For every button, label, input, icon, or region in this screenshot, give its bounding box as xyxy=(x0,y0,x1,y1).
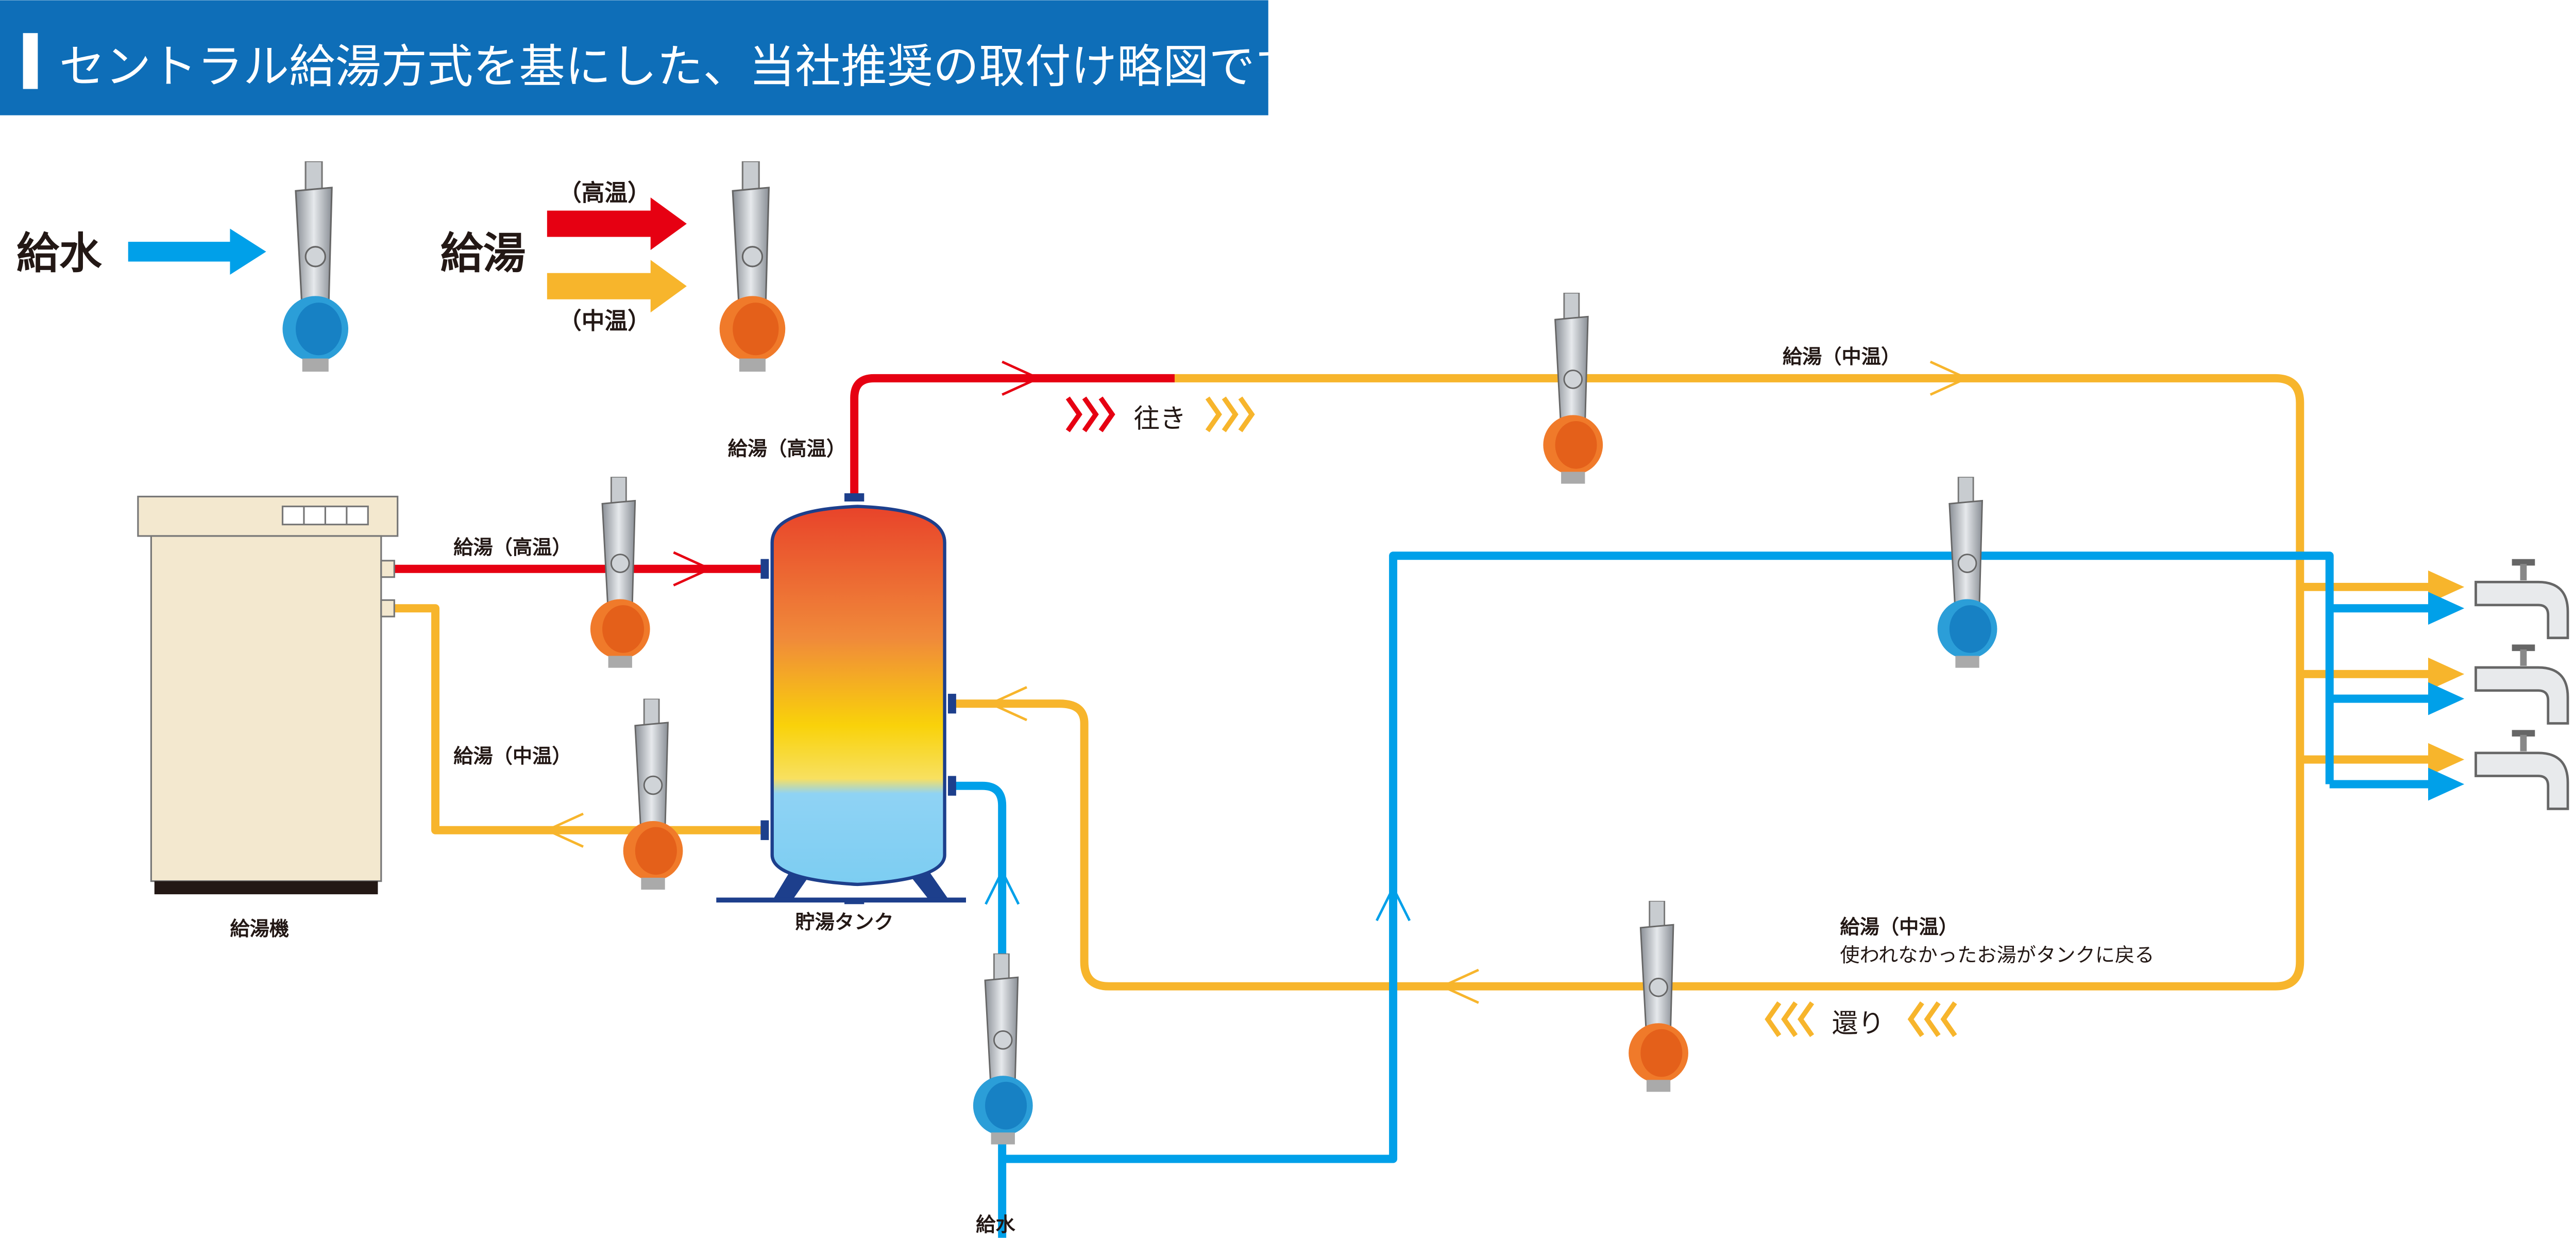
storage-tank xyxy=(716,493,966,905)
outgoing-label: 往き xyxy=(1133,404,1186,434)
tank-top-label: 給湯（高温） xyxy=(728,438,846,461)
heater-mid-pipe xyxy=(394,604,764,834)
pipe-valve-icon xyxy=(972,953,1034,1145)
outgoing-chevrons-mid xyxy=(1205,396,1255,432)
outgoing-chevrons-red xyxy=(1065,396,1115,432)
return-chevrons-left xyxy=(1765,1001,1815,1038)
heater-high-label: 給湯（高温） xyxy=(453,536,572,559)
legend-hot-label: 給湯 xyxy=(440,228,526,278)
return-chevrons-right xyxy=(1907,1001,1957,1038)
pipe-valve-icon xyxy=(622,698,684,891)
legend-mid-label: （中温） xyxy=(558,308,651,334)
faucet-icon xyxy=(2476,559,2568,638)
header-accent-bar xyxy=(23,33,38,89)
faucet-icon xyxy=(2476,730,2568,809)
pipe-valve-icon xyxy=(281,161,349,373)
legend-high-arrow xyxy=(547,197,687,250)
pipe-valve-icon xyxy=(719,161,786,373)
faucet-water-branches xyxy=(2329,604,2432,789)
return-desc-label: 使われなかったお湯がタンクに戻る xyxy=(1840,944,2154,967)
legend-water-label: 給水 xyxy=(16,228,103,278)
legend-mid-arrow xyxy=(547,260,687,313)
heater-label: 給湯機 xyxy=(230,917,289,941)
returning-label: 還り xyxy=(1832,1009,1884,1039)
faucet-icon xyxy=(2476,644,2568,723)
return-title-label: 給湯（中温） xyxy=(1840,916,1958,939)
pipe-valve-icon xyxy=(1628,900,1689,1093)
tank-high-pipe xyxy=(850,374,1175,502)
header-banner xyxy=(0,0,1268,115)
pipe-valve-icon xyxy=(1937,477,1998,669)
water-heater xyxy=(137,495,399,895)
heater-mid-label: 給湯（中温） xyxy=(453,745,572,768)
supply-mid-label: 給湯（中温） xyxy=(1783,345,1901,369)
page-title: セントラル給湯方式を基にした、当社推奨の取付け略図です。 xyxy=(59,40,1343,94)
legend-high-label: （高温） xyxy=(558,179,651,206)
tank-label: 貯湯タンク xyxy=(795,911,893,934)
water-supply-pipe xyxy=(1002,551,2334,1163)
pipes xyxy=(394,360,2465,1238)
legend-water-arrow xyxy=(128,228,266,275)
water-inlet-label: 給水 xyxy=(976,1213,1015,1236)
pipe-valve-icon xyxy=(1542,293,1604,484)
faucet-hot-branches xyxy=(2300,582,2432,764)
circulation-mid-pipe xyxy=(950,374,2304,991)
water-inlet-pipe xyxy=(950,781,1007,1238)
